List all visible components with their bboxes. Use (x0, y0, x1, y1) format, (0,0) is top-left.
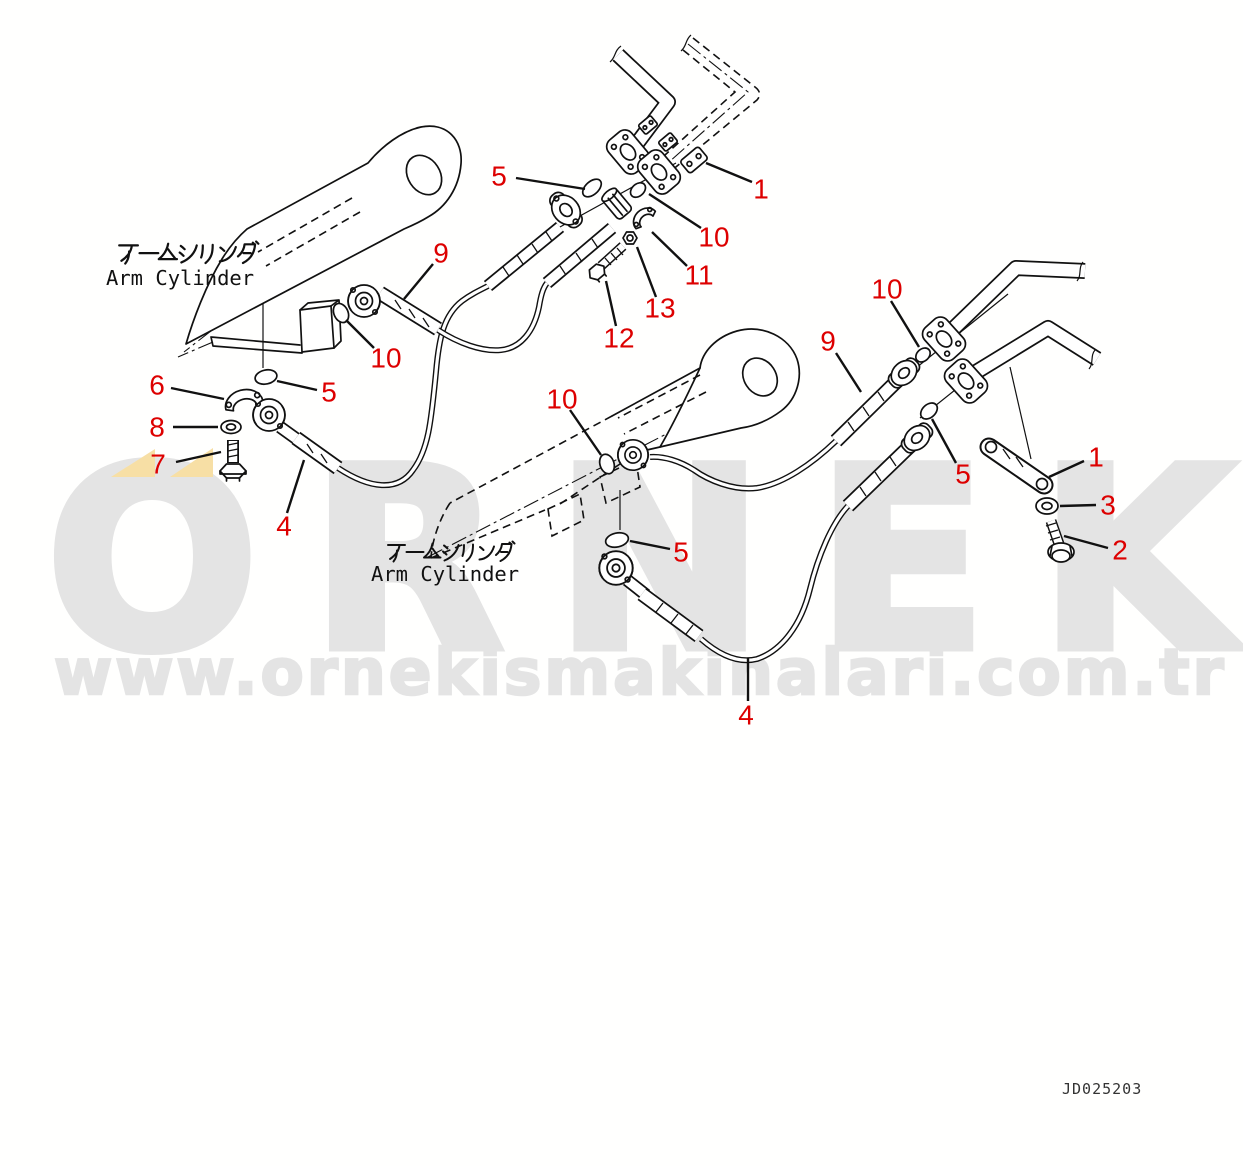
callout-6: 6 (149, 370, 165, 401)
callout-9: 9 (820, 326, 836, 357)
cylinder-label-jp-art (387, 540, 516, 563)
clamp-half (632, 206, 657, 230)
pipe-clamp-half (657, 132, 679, 152)
swivel-elbow-fitting (616, 438, 650, 472)
callout-9: 9 (433, 238, 449, 269)
callout-10: 10 (370, 343, 401, 374)
callout-5: 5 (673, 537, 689, 568)
o-ring (604, 531, 630, 549)
url-watermark: www.ornekismakinalari.com.tr (53, 636, 1227, 709)
leader-line (930, 418, 958, 464)
callout-7: 7 (150, 449, 166, 480)
o-ring (254, 368, 278, 386)
leader-line (889, 300, 921, 348)
leader-line (175, 450, 222, 464)
leader-line (648, 192, 702, 230)
leader-line (403, 263, 434, 300)
nut (622, 231, 638, 245)
pipe-clamp (680, 146, 708, 174)
callout-4: 4 (738, 700, 754, 731)
cylinder-label-en: Arm Cylinder (106, 266, 255, 290)
callout-8: 8 (149, 412, 165, 443)
o-ring (332, 302, 350, 324)
callout-10: 10 (698, 222, 729, 253)
leader-line (345, 319, 375, 349)
callout-4: 4 (276, 511, 292, 542)
callout-1: 1 (753, 174, 769, 205)
washer (1035, 497, 1059, 515)
callout-5: 5 (491, 161, 507, 192)
arm-cylinder-2 (430, 328, 801, 559)
hose-assembly-upper-right (649, 375, 903, 492)
elbow-fitting (598, 550, 634, 586)
side-pipe-upper (944, 260, 1086, 338)
bolt (219, 440, 247, 482)
cylinder-label-jp-art (118, 240, 260, 265)
leader-line (705, 161, 753, 184)
drawing-number: JD025203 (1062, 1080, 1143, 1098)
callout-12: 12 (603, 323, 634, 354)
hose-end-fitting (900, 422, 934, 454)
leader-line (834, 352, 863, 393)
washer (220, 419, 242, 435)
bolt (1045, 519, 1075, 563)
leader-line (629, 539, 671, 551)
arm-cylinder-1 (185, 125, 462, 368)
pipe-clamp-half (637, 115, 659, 135)
leader-line (515, 176, 586, 191)
cylinder-label-en: Arm Cylinder (371, 562, 520, 586)
leader-line (285, 459, 306, 514)
callout-11: 11 (684, 260, 713, 291)
callout-10: 10 (546, 384, 577, 415)
leader-line (170, 386, 225, 401)
bolt (588, 242, 627, 283)
return-pipe-front (609, 45, 676, 155)
callout-2: 2 (1112, 535, 1128, 566)
side-pipe-lower (963, 320, 1102, 384)
leader-line (1063, 534, 1109, 550)
callout-13: 13 (644, 293, 675, 324)
leader-line (1048, 459, 1085, 479)
callout-10: 10 (871, 274, 902, 305)
callout-1: 1 (1088, 442, 1104, 473)
o-ring (581, 178, 603, 198)
leader-line (604, 280, 618, 327)
leader-line (276, 379, 318, 392)
split-flange-clamp (224, 388, 264, 412)
callout-3: 3 (1100, 490, 1116, 521)
pipe-clamp-bar (979, 437, 1054, 495)
hose-end-fitting (601, 187, 633, 220)
leader-line (569, 409, 602, 456)
leader-line (1059, 503, 1097, 508)
swivel-elbow-fitting (347, 284, 381, 318)
callout-5: 5 (955, 459, 971, 490)
leader-line (635, 246, 658, 298)
leader-line (651, 231, 688, 267)
o-ring (919, 402, 939, 420)
highlight-triangle (111, 449, 155, 477)
hose-assembly-lower-left (276, 221, 565, 489)
hose-end-fitting (549, 191, 583, 229)
callout-5: 5 (321, 377, 337, 408)
o-ring (914, 347, 932, 363)
hose-assembly-upper-left (376, 223, 617, 354)
o-ring (629, 181, 647, 199)
hose-end-fitting (887, 357, 921, 389)
hose-assembly-lower-right (622, 440, 916, 664)
o-ring (598, 453, 616, 475)
return-pipe-rear (654, 34, 761, 177)
